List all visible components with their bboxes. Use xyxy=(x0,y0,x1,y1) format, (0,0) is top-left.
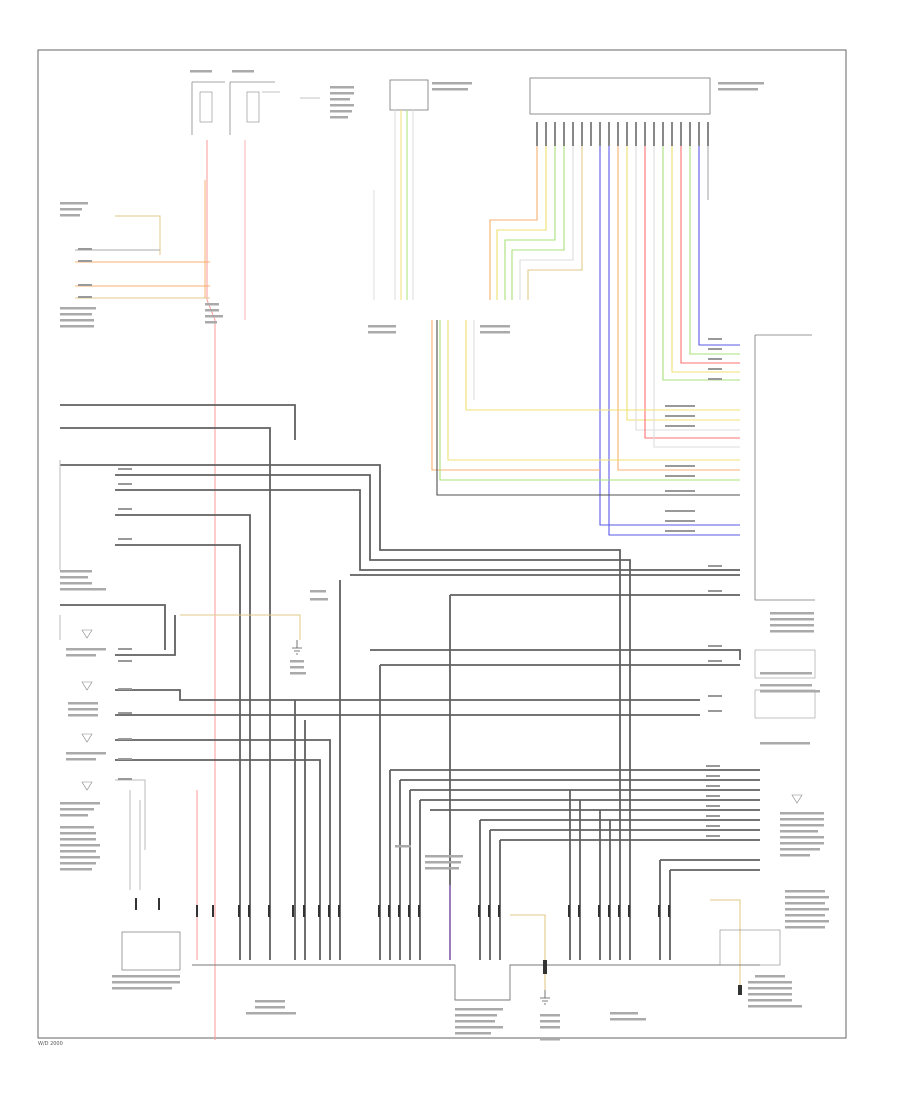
wires-top-center xyxy=(373,110,414,300)
connector-top-right xyxy=(529,77,711,115)
wires-top-right xyxy=(489,146,740,536)
diagram-frame xyxy=(37,49,847,1039)
wires-power-feed xyxy=(196,140,246,1040)
component-symbols-left xyxy=(81,629,803,804)
module-right-mid-2 xyxy=(754,689,816,719)
module-right-mid-1 xyxy=(754,649,816,679)
module-bottom-left xyxy=(121,931,181,971)
wires-main-bus xyxy=(60,404,760,960)
wires-secondary xyxy=(59,460,146,890)
ground-symbols xyxy=(292,640,550,1005)
module-bottom-right xyxy=(719,929,781,966)
module-bottom-main xyxy=(192,964,760,1001)
module-right-upper xyxy=(754,334,815,601)
wires-tan xyxy=(180,614,741,990)
connector-top-center xyxy=(389,79,429,111)
fuse-box-top-left xyxy=(191,81,320,135)
connector-blocks-bottom xyxy=(135,898,742,995)
page-code: W/D 2000 xyxy=(38,1041,63,1047)
wire-label-marks xyxy=(78,248,722,837)
wires-left-harness xyxy=(75,180,210,299)
label-marks xyxy=(60,70,829,1041)
connector-top-right-pins xyxy=(536,122,709,146)
wires-mid-colored xyxy=(431,320,740,496)
